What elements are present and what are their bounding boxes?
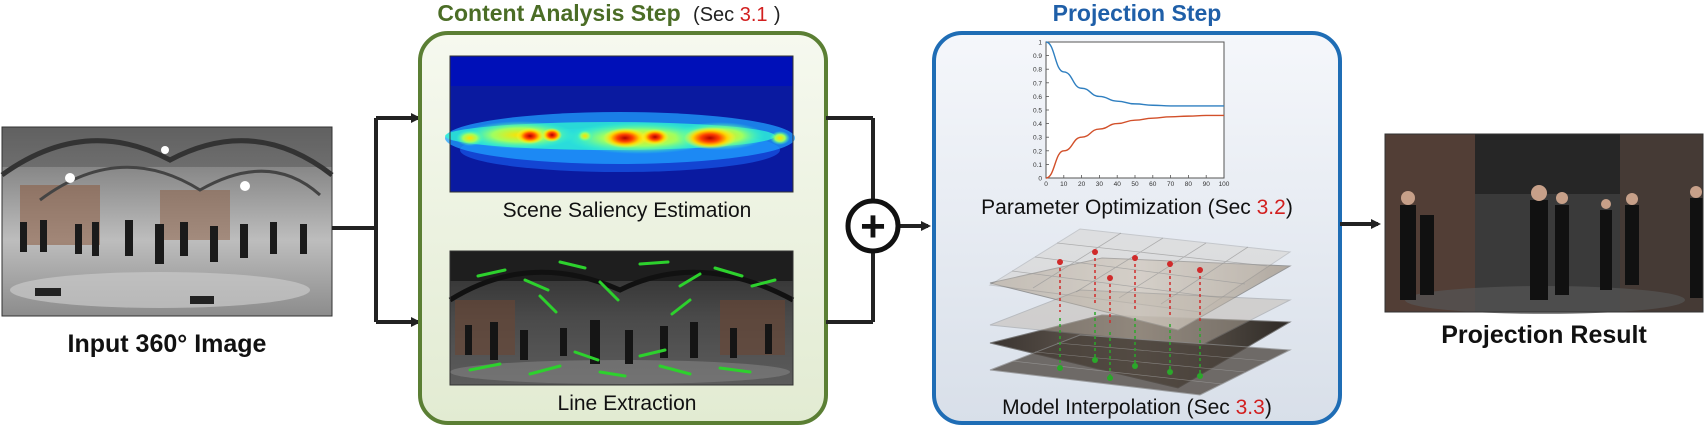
param-caption-sec: 3.2	[1257, 196, 1286, 219]
y-tick-label: 0.5	[1033, 108, 1042, 115]
combine-symbol: +	[845, 198, 901, 254]
param-caption-suffix: )	[1286, 196, 1293, 219]
saliency-heatmap	[445, 55, 795, 193]
y-tick-label: 0.2	[1033, 148, 1042, 155]
input-image-label: Input 360° Image	[68, 330, 267, 358]
x-tick-label: 60	[1149, 181, 1157, 188]
interp-caption-prefix: Model Interpolation (Sec	[1002, 396, 1235, 419]
x-tick-label: 30	[1096, 181, 1104, 188]
y-tick-label: 0.7	[1033, 80, 1042, 87]
split-arrow	[332, 113, 421, 327]
projection-step-title: Projection Step	[1053, 0, 1222, 26]
y-tick-label: 0.4	[1033, 121, 1042, 128]
x-tick-label: 50	[1131, 181, 1139, 188]
interp-caption-sec: 3.3	[1236, 396, 1265, 419]
y-tick-label: 0	[1038, 176, 1042, 183]
y-tick-label: 0.6	[1033, 94, 1042, 101]
projection-result-image	[1384, 133, 1704, 314]
y-tick-label: 0.1	[1033, 162, 1042, 169]
content-step-title: Content Analysis Step	[437, 0, 680, 26]
x-tick-label: 90	[1203, 181, 1211, 188]
x-tick-label: 100	[1219, 181, 1230, 188]
x-tick-label: 70	[1167, 181, 1175, 188]
y-tick-label: 0.9	[1033, 53, 1042, 60]
content-step-sec-number: 3.1	[740, 4, 768, 26]
content-step-heading: Content Analysis Step (Sec 3.1 )	[437, 0, 780, 26]
projection-result-label: Projection Result	[1441, 321, 1647, 349]
y-tick-label: 0.3	[1033, 135, 1042, 142]
saliency-caption: Scene Saliency Estimation	[503, 199, 752, 222]
model-interpolation-layers	[988, 228, 1292, 396]
model-interpolation-caption: Model Interpolation (Sec 3.3)	[1002, 396, 1272, 419]
merge-arrow	[826, 116, 931, 324]
content-step-sec-suffix: )	[774, 4, 781, 26]
x-tick-label: 80	[1185, 181, 1193, 188]
parameter-optimization-caption: Parameter Optimization (Sec 3.2)	[981, 196, 1293, 219]
combine-plus-icon: +	[860, 202, 886, 251]
y-tick-label: 1	[1038, 40, 1042, 47]
x-tick-label: 20	[1078, 181, 1086, 188]
y-tick-label: 0.8	[1033, 67, 1042, 74]
param-caption-prefix: Parameter Optimization (Sec	[981, 196, 1256, 219]
line-extraction-image	[448, 250, 795, 386]
content-step-sec-prefix: (Sec	[693, 4, 740, 26]
line-extraction-caption: Line Extraction	[558, 392, 697, 415]
x-tick-label: 0	[1044, 181, 1048, 188]
series-line-1	[1045, 41, 1224, 107]
x-tick-label: 10	[1060, 181, 1068, 188]
x-tick-label: 40	[1114, 181, 1122, 188]
interp-caption-suffix: )	[1265, 396, 1272, 419]
input-360-image	[0, 126, 334, 317]
chart-plot-area	[1045, 41, 1225, 179]
series-line-2	[1045, 114, 1224, 179]
